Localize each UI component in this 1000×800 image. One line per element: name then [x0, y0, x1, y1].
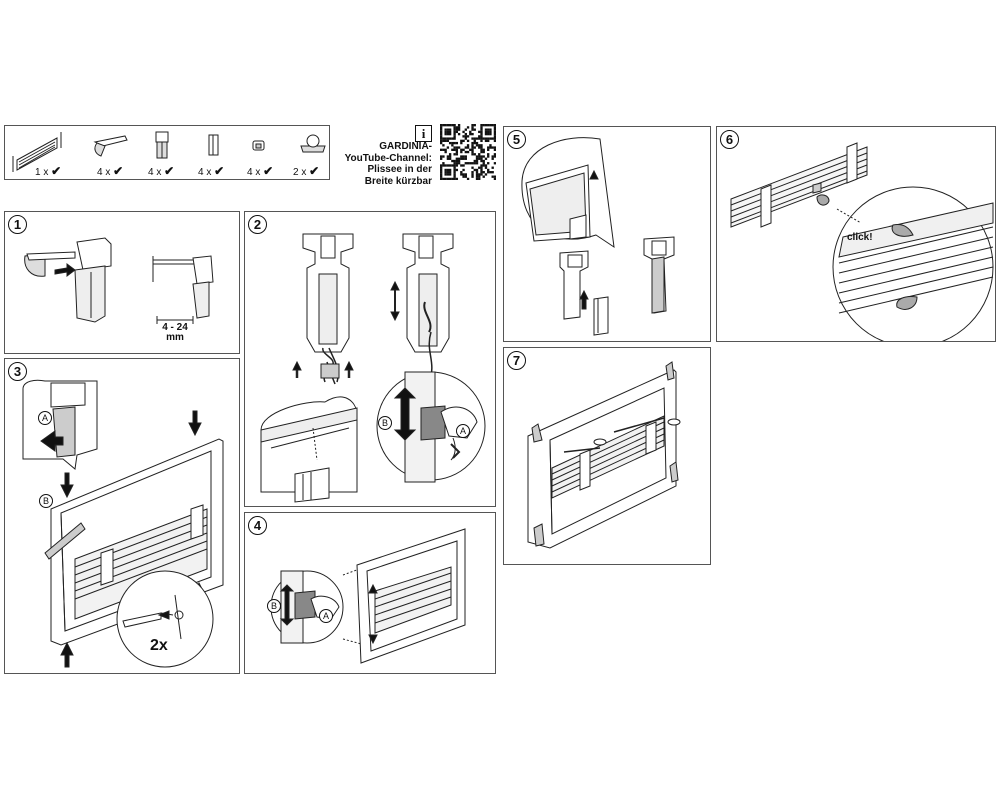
measure-label: 4 - 24 mm	[162, 322, 188, 343]
step-number: 2	[248, 215, 267, 234]
spacer-block-icon	[208, 134, 219, 156]
part-count-text: 4 x	[148, 167, 162, 178]
step-4-panel: 4 B A	[244, 512, 496, 674]
bracket-icon	[93, 135, 128, 157]
step-5-illustration	[521, 137, 675, 336]
step-number: 5	[507, 130, 526, 149]
clamp-holder-icon	[155, 131, 169, 159]
step-3-panel: 3 A B 2x	[4, 358, 240, 674]
step-6-panel: 6 click!	[716, 126, 996, 342]
youtube-line: Plissee in der	[367, 164, 432, 175]
info-icon: i	[415, 125, 432, 142]
marker-b: B	[39, 494, 53, 508]
youtube-line: Breite kürzbar	[364, 175, 432, 187]
step-7-panel: 7	[503, 347, 711, 565]
check-icon: ✔	[214, 164, 225, 178]
check-icon: ✔	[309, 164, 320, 178]
check-icon: ✔	[164, 164, 175, 178]
qr-code-icon[interactable]	[440, 124, 496, 180]
step-number: 7	[507, 351, 526, 370]
part-count-text: 4 x	[198, 167, 212, 178]
step-2-illustration	[260, 233, 486, 503]
cord-clip-icon	[252, 140, 265, 151]
step-number: 6	[720, 130, 739, 149]
marker-b: B	[267, 599, 281, 613]
youtube-channel-text: GARDINIA- YouTube-Channel: Plissee in de…	[340, 141, 432, 187]
part-count-4: 4 x ✔	[198, 164, 224, 178]
check-icon: ✔	[263, 164, 274, 178]
part-count-text: 1 x	[35, 167, 49, 178]
part-count-3: 4 x ✔	[148, 164, 174, 178]
step-2-panel: 2 B A	[244, 211, 496, 507]
step-7-illustration	[527, 361, 681, 549]
part-count-5: 4 x ✔	[247, 164, 273, 178]
part-count-text: 4 x	[97, 167, 111, 178]
click-label: click!	[847, 232, 873, 243]
step-1-panel: 1 4 - 24 mm	[4, 211, 240, 354]
check-icon: ✔	[51, 164, 62, 178]
step-1-illustration	[24, 237, 214, 324]
marker-a: A	[38, 411, 52, 425]
pleated-blind-icon	[12, 132, 62, 172]
multiplier-label: 2x	[150, 637, 168, 654]
part-count-text: 4 x	[247, 167, 261, 178]
step-5-panel: 5	[503, 126, 711, 342]
step-3-illustration	[22, 379, 224, 668]
step-4-illustration	[270, 528, 466, 664]
part-count-text: 2 x	[293, 167, 307, 178]
part-count-1: 1 x ✔	[35, 164, 61, 178]
step-number: 4	[248, 516, 267, 535]
marker-a: A	[319, 609, 333, 623]
part-count-6: 2 x ✔	[293, 164, 319, 178]
marker-b: B	[378, 416, 392, 430]
youtube-line: YouTube-Channel:	[344, 152, 432, 164]
parts-illustrations	[12, 131, 326, 172]
parts-box: 1 x ✔ 4 x ✔ 4 x ✔ 4 x ✔ 4 x ✔ 2 x ✔	[4, 125, 330, 180]
part-count-2: 4 x ✔	[97, 164, 123, 178]
cord-holder-icon	[300, 134, 326, 153]
step-number: 1	[8, 215, 27, 234]
step-number: 3	[8, 362, 27, 381]
check-icon: ✔	[113, 164, 124, 178]
youtube-line: GARDINIA-	[379, 141, 432, 152]
step-6-illustration	[730, 142, 994, 341]
marker-a: A	[456, 424, 470, 438]
